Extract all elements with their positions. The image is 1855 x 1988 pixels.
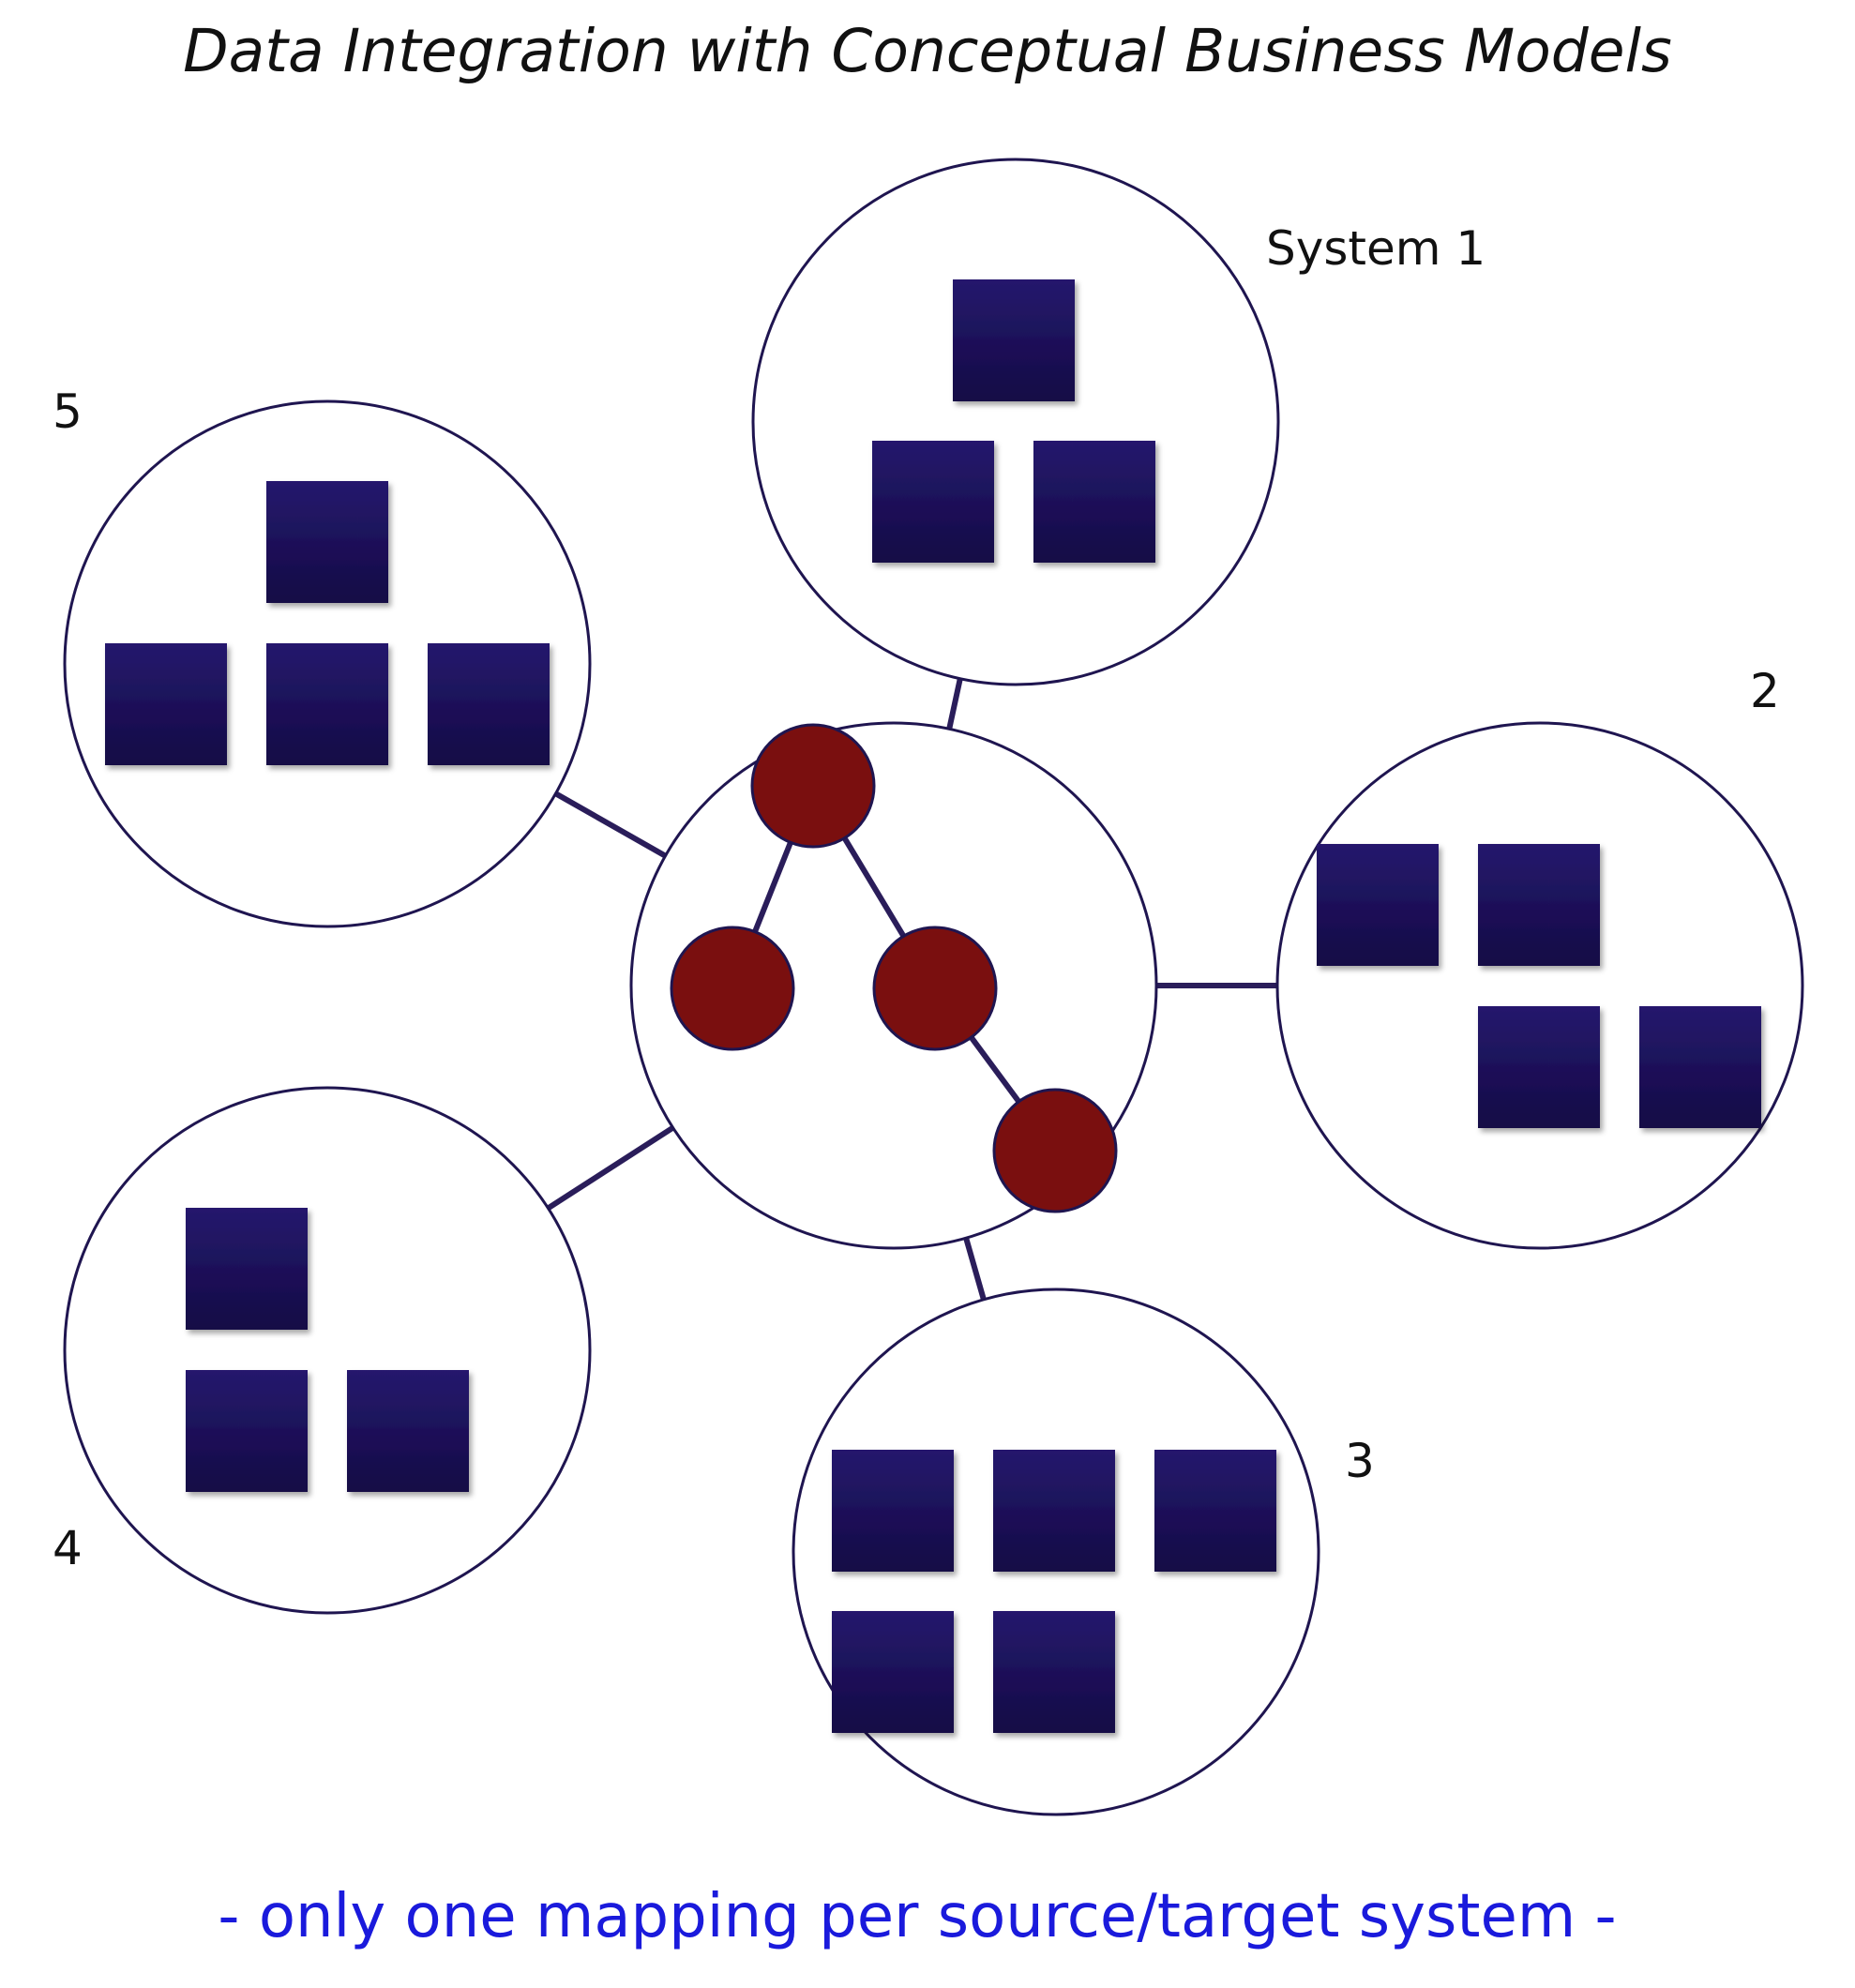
system-1-entity-3-dark-square-icon (1033, 441, 1155, 563)
system-2-entity-1-dark-square-icon (1317, 844, 1439, 966)
diagram-caption: - only one mapping per source/target sys… (218, 1882, 1616, 1951)
system-5-entity-3-dark-square-icon (266, 643, 388, 765)
model-node-4-red-circle-node-icon (992, 1088, 1118, 1213)
system-4-circle (63, 1086, 592, 1615)
connector-system-3 (962, 1235, 988, 1303)
system-1-label: System 1 (1266, 221, 1486, 276)
system-5-entity-1-dark-square-icon (266, 481, 388, 603)
connector-lines (545, 676, 1279, 1303)
system-2-entity-3-dark-square-icon (1478, 1006, 1600, 1128)
system-2-entity-4-dark-square-icon (1639, 1006, 1761, 1128)
system-3-entity-1-dark-square-icon (832, 1450, 954, 1572)
system-3-entity-5-dark-square-icon (993, 1611, 1115, 1733)
system-5-label: 5 (53, 384, 83, 439)
system-1-entity-1-dark-square-icon (953, 279, 1075, 401)
system-3-entity-3-dark-square-icon (1154, 1450, 1276, 1572)
system-4-entity-1-dark-square-icon (186, 1208, 308, 1330)
system-5-entity-2-dark-square-icon (105, 643, 227, 765)
model-node-3-red-circle-node-icon (872, 926, 998, 1051)
model-node-1-red-circle-node-icon (750, 723, 876, 849)
system-4-entity-3-dark-square-icon (347, 1370, 469, 1492)
connector-system-4 (545, 1124, 676, 1212)
model-node-2-red-circle-node-icon (670, 926, 795, 1051)
diagram-title: Data Integration with Conceptual Busines… (183, 17, 1672, 85)
system-5-entity-4-dark-square-icon (428, 643, 550, 765)
system-4-label: 4 (53, 1521, 83, 1575)
connector-system-5 (552, 790, 669, 860)
system-2-circle (1275, 721, 1804, 1250)
system-1-entity-2-dark-square-icon (872, 441, 994, 563)
central-model-nodes (670, 723, 1118, 1213)
system-4-entity-2-dark-square-icon (186, 1370, 308, 1492)
entity-squares (105, 279, 1761, 1733)
system-3-entity-4-dark-square-icon (832, 1611, 954, 1733)
system-2-entity-2-dark-square-icon (1478, 844, 1600, 966)
system-3-entity-2-dark-square-icon (993, 1450, 1115, 1572)
system-1-circle (751, 158, 1280, 686)
system-3-label: 3 (1345, 1434, 1375, 1488)
connector-system-1 (945, 676, 964, 731)
system-2-label: 2 (1750, 664, 1780, 718)
